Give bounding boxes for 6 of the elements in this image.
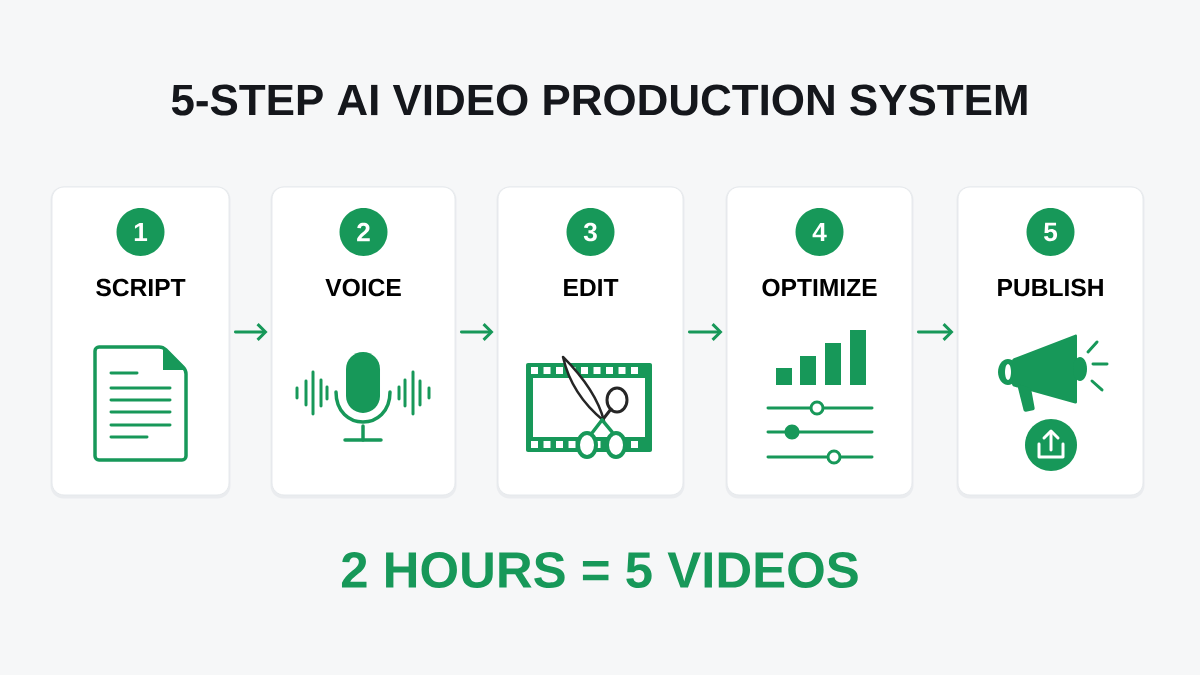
title: 5-STEP AI VIDEO PRODUCTION SYSTEM xyxy=(171,84,1027,116)
arrow xyxy=(687,323,723,341)
tagline: 2 HOURS = 5 VIDEOS xyxy=(342,551,858,588)
arrow xyxy=(233,323,268,341)
arrow xyxy=(916,323,954,341)
arrow xyxy=(459,323,494,341)
